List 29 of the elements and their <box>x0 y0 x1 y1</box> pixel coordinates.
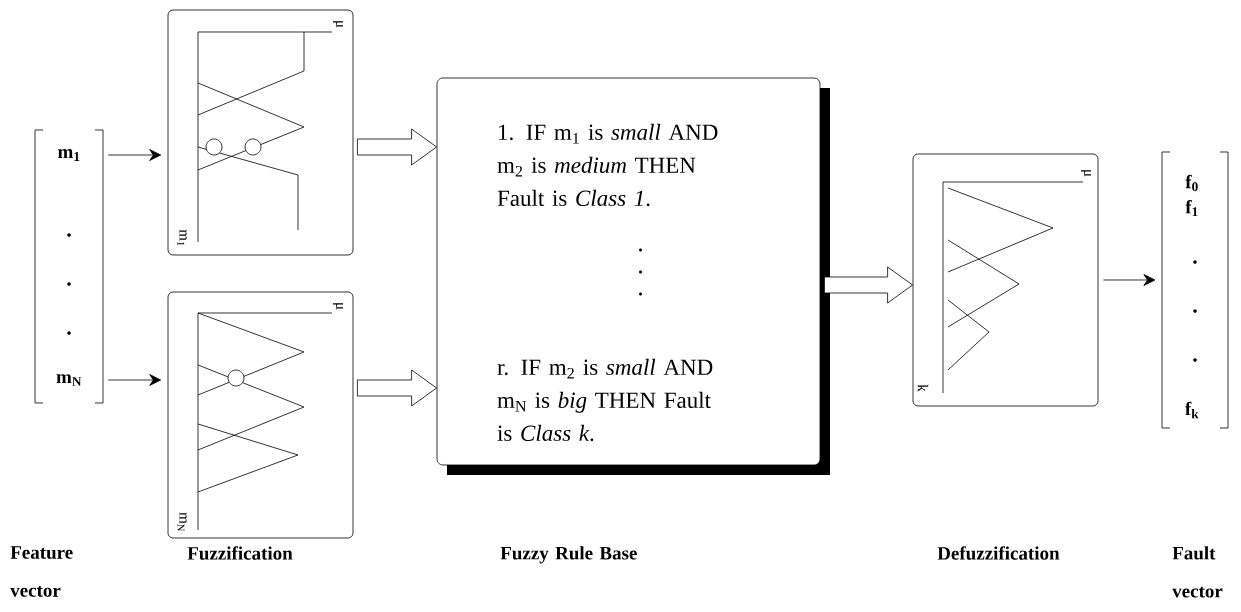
arrow <box>107 149 162 161</box>
vector-entry: f$_{0}$ <box>1185 174 1198 192</box>
rule-text: r. IF m$_{2}$ is small AND m$_{N}$ is big THEN Fault is Class k. <box>497 358 713 442</box>
axis-label: m$_{1}$ <box>177 229 187 246</box>
axis-label: μ <box>332 21 344 28</box>
membership-plot <box>167 9 354 256</box>
vector-entry: f$_{k}$ <box>1185 401 1199 419</box>
rule-box <box>436 77 830 475</box>
section-label: Fuzzy Rule Base <box>500 546 637 564</box>
arrow <box>1103 274 1156 286</box>
vector-entry: m$_{1}$ <box>58 149 80 161</box>
membership-plot <box>167 291 354 539</box>
column-vector <box>1161 151 1229 429</box>
arrow <box>357 128 437 166</box>
arrow <box>107 374 162 386</box>
arrow <box>824 266 913 304</box>
vector-entry: f$_{1}$ <box>1185 199 1198 217</box>
column-vector <box>34 129 104 404</box>
axis-label: μ <box>1080 170 1092 177</box>
section-label: Fault vector <box>1172 546 1223 598</box>
membership-plot <box>912 153 1099 407</box>
axis-label: k <box>917 384 929 392</box>
section-label: Feature vector <box>10 546 73 597</box>
rule-text: 1. IF m$_{1}$ is small AND m$_{2}$ is medium THEN Fault is Class 1. <box>497 123 718 207</box>
arrow <box>357 369 437 407</box>
axis-label: m$_{N}$ <box>177 512 187 532</box>
vector-entry: m$_{N}$ <box>56 374 82 386</box>
axis-label: μ <box>332 303 344 310</box>
section-label: Defuzzification <box>937 546 1060 560</box>
